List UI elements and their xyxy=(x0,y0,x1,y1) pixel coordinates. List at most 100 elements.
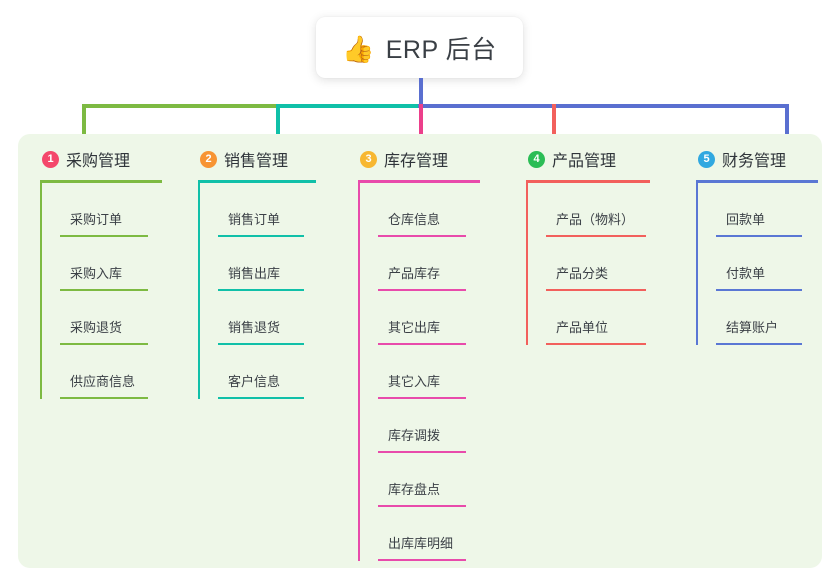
leaf-item-label: 出库库明细 xyxy=(388,536,454,551)
leaf-item[interactable]: 采购退货 xyxy=(60,291,190,345)
column-header[interactable]: 3 库存管理 xyxy=(358,146,508,172)
leaf-item[interactable]: 其它出库 xyxy=(378,291,508,345)
leaf-item-label: 其它出库 xyxy=(388,320,441,335)
leaf-list: 回款单付款单结算账户 xyxy=(696,183,839,345)
leaf-item-label: 回款单 xyxy=(726,212,766,227)
leaf-item[interactable]: 采购订单 xyxy=(60,183,190,237)
leaf-item-label: 仓库信息 xyxy=(388,212,441,227)
leaf-item[interactable]: 产品（物料） xyxy=(546,183,686,237)
leaf-item-label: 采购入库 xyxy=(70,266,123,281)
leaf-item-underline xyxy=(378,397,466,399)
column-badge: 2 xyxy=(200,150,217,168)
column-header[interactable]: 2 销售管理 xyxy=(198,146,348,172)
leaf-item[interactable]: 付款单 xyxy=(716,237,839,291)
leaf-item-underline xyxy=(546,343,646,345)
leaf-item[interactable]: 销售订单 xyxy=(218,183,348,237)
leaf-spine xyxy=(696,183,698,345)
leaf-item[interactable]: 产品库存 xyxy=(378,237,508,291)
column-purchasing: 1 采购管理 采购订单采购入库采购退货供应商信息 xyxy=(40,146,190,399)
leaf-item-underline xyxy=(60,289,148,291)
leaf-item-underline xyxy=(218,235,304,237)
leaf-list: 销售订单销售出库销售退货客户信息 xyxy=(198,183,348,399)
column-underline xyxy=(198,180,316,183)
leaf-item-underline xyxy=(60,397,148,399)
leaf-item-underline xyxy=(60,235,148,237)
leaf-item-label: 产品（物料） xyxy=(556,212,635,227)
leaf-item[interactable]: 仓库信息 xyxy=(378,183,508,237)
leaf-list: 仓库信息产品库存其它出库其它入库库存调拨库存盘点出库库明细 xyxy=(358,183,508,561)
leaf-item-label: 客户信息 xyxy=(228,374,281,389)
leaf-spine xyxy=(358,183,360,561)
column-sales: 2 销售管理 销售订单销售出库销售退货客户信息 xyxy=(198,146,348,399)
column-inventory: 3 库存管理 仓库信息产品库存其它出库其它入库库存调拨库存盘点出库库明细 xyxy=(358,146,508,561)
leaf-item-label: 销售出库 xyxy=(228,266,281,281)
connector-bus-right xyxy=(418,104,788,108)
leaf-item-label: 产品库存 xyxy=(388,266,441,281)
column-underline xyxy=(696,180,818,183)
column-title: 财务管理 xyxy=(722,153,787,170)
leaf-item[interactable]: 其它入库 xyxy=(378,345,508,399)
leaf-item[interactable]: 库存盘点 xyxy=(378,453,508,507)
connector-bus-left xyxy=(82,104,278,108)
leaf-item[interactable]: 客户信息 xyxy=(218,345,348,399)
leaf-item-label: 采购订单 xyxy=(70,212,123,227)
leaf-item-label: 采购退货 xyxy=(70,320,123,335)
column-title: 产品管理 xyxy=(552,153,617,170)
leaf-item-underline xyxy=(378,289,466,291)
column-header[interactable]: 4 产品管理 xyxy=(526,146,686,172)
leaf-item-label: 产品单位 xyxy=(556,320,609,335)
column-badge: 5 xyxy=(698,150,715,168)
root-node-card[interactable]: 👍 ERP 后台 xyxy=(316,17,523,78)
leaf-item[interactable]: 销售出库 xyxy=(218,237,348,291)
connector-drop-2 xyxy=(276,104,280,142)
leaf-item-underline xyxy=(716,343,802,345)
column-underline xyxy=(526,180,650,183)
leaf-item-underline xyxy=(378,343,466,345)
thumbs-up-icon: 👍 xyxy=(342,33,375,64)
column-badge: 1 xyxy=(42,150,59,168)
column-product: 4 产品管理 产品（物料） 产品分类产品单位 xyxy=(526,146,686,345)
leaf-item-label: 库存盘点 xyxy=(388,482,441,497)
column-header[interactable]: 5 财务管理 xyxy=(696,146,839,172)
leaf-item[interactable]: 销售退货 xyxy=(218,291,348,345)
leaf-item[interactable]: 结算账户 xyxy=(716,291,839,345)
connector-drop-4 xyxy=(552,104,556,142)
column-underline xyxy=(358,180,480,183)
leaf-list: 产品（物料） 产品分类产品单位 xyxy=(526,183,686,345)
leaf-item-underline xyxy=(378,451,466,453)
leaf-item-underline xyxy=(546,289,646,291)
column-underline xyxy=(40,180,162,183)
column-header[interactable]: 1 采购管理 xyxy=(40,146,190,172)
leaf-list: 采购订单采购入库采购退货供应商信息 xyxy=(40,183,190,399)
leaf-item-underline xyxy=(378,235,466,237)
leaf-item-underline xyxy=(546,235,646,237)
page-title: ERP 后台 xyxy=(385,35,497,64)
connector-trunk xyxy=(419,78,423,106)
leaf-item-label: 库存调拨 xyxy=(388,428,441,443)
leaf-spine xyxy=(198,183,200,399)
mindmap-panel: 1 采购管理 采购订单采购入库采购退货供应商信息 2 销售管理 销售订单销售出库… xyxy=(18,134,822,568)
leaf-item-label: 销售退货 xyxy=(228,320,281,335)
leaf-item[interactable]: 出库库明细 xyxy=(378,507,508,561)
leaf-item-underline xyxy=(378,505,466,507)
leaf-item[interactable]: 产品单位 xyxy=(546,291,686,345)
leaf-item-underline xyxy=(218,343,304,345)
connector-drop-3 xyxy=(419,104,423,142)
leaf-item[interactable]: 库存调拨 xyxy=(378,399,508,453)
leaf-item-underline xyxy=(218,289,304,291)
column-title: 采购管理 xyxy=(66,153,131,170)
leaf-item[interactable]: 产品分类 xyxy=(546,237,686,291)
leaf-item-label: 供应商信息 xyxy=(70,374,136,389)
column-badge: 4 xyxy=(528,150,545,168)
leaf-item-label: 产品分类 xyxy=(556,266,609,281)
leaf-item[interactable]: 供应商信息 xyxy=(60,345,190,399)
leaf-item-label: 结算账户 xyxy=(726,320,779,335)
leaf-item-label: 销售订单 xyxy=(228,212,281,227)
leaf-item[interactable]: 采购入库 xyxy=(60,237,190,291)
leaf-item[interactable]: 回款单 xyxy=(716,183,839,237)
column-badge: 3 xyxy=(360,150,377,168)
leaf-item-underline xyxy=(716,235,802,237)
connector-bus-middle xyxy=(276,104,420,108)
leaf-item-label: 付款单 xyxy=(726,266,766,281)
leaf-item-underline xyxy=(378,559,466,561)
